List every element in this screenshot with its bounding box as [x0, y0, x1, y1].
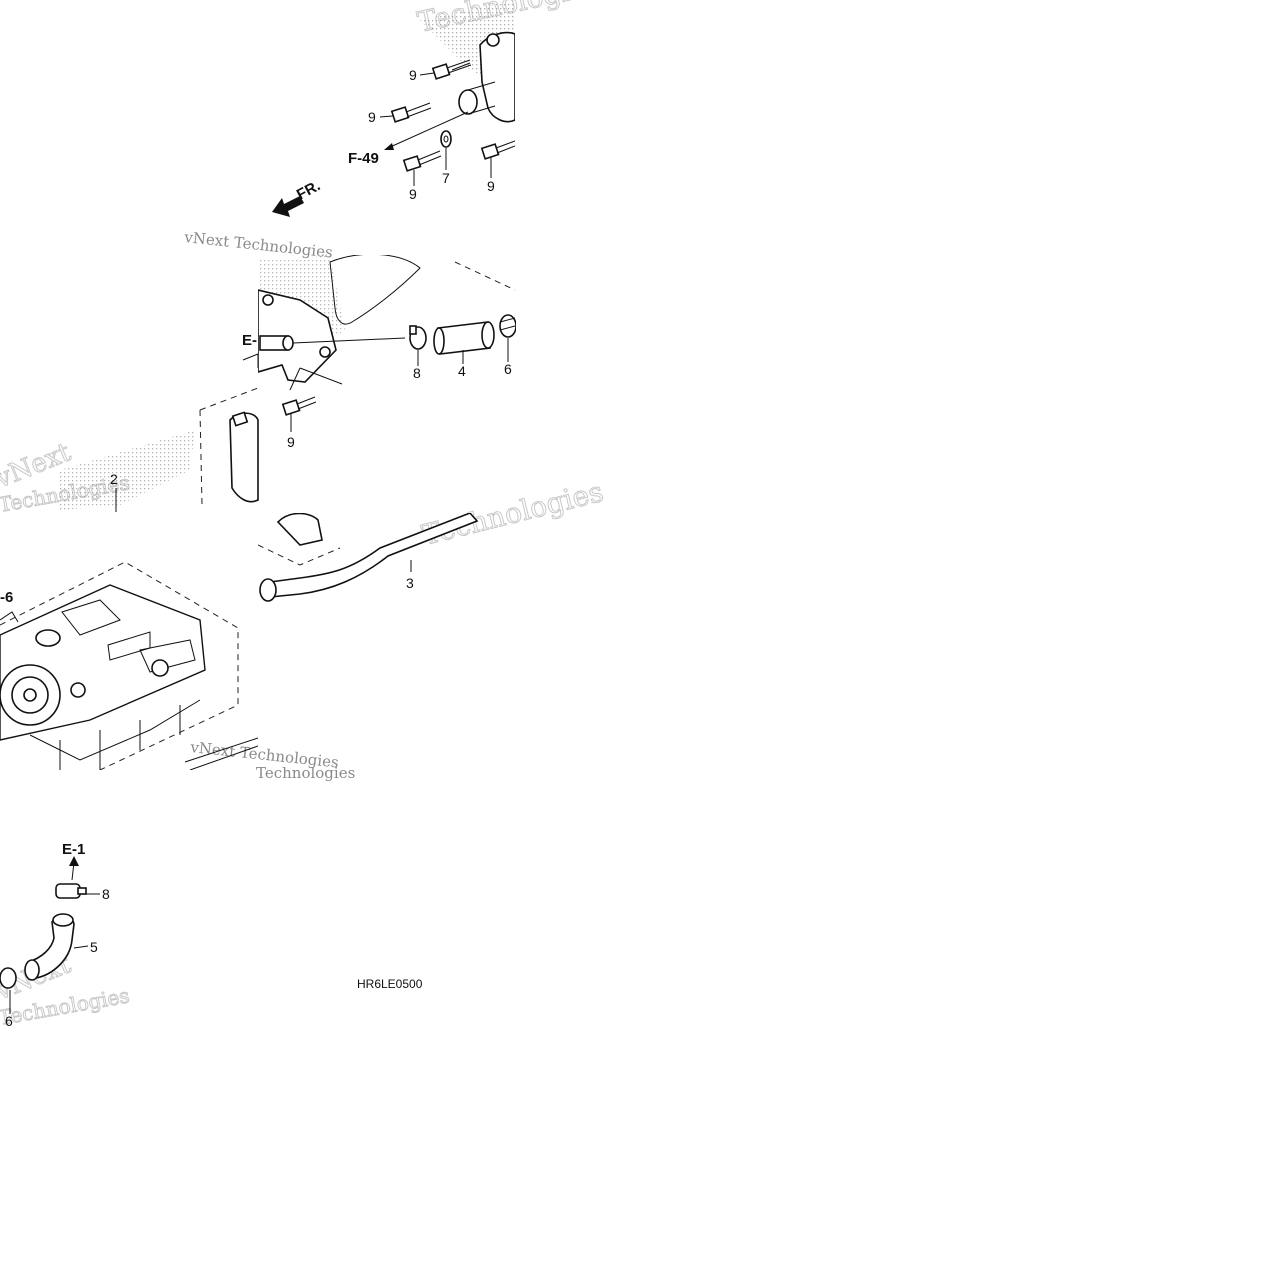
crankcase-lower-edge	[29, 699, 201, 761]
callout-9: 9	[409, 186, 417, 202]
hose-clamp	[0, 967, 17, 989]
leader-lines	[289, 367, 343, 391]
pipe-fitting	[276, 513, 323, 546]
thermostat-housing-group	[379, 0, 515, 186]
bolt	[281, 396, 317, 416]
coolant-hose	[433, 321, 495, 355]
thermostat-housing	[479, 31, 515, 123]
callout-2: 2	[110, 471, 118, 487]
watermark-text: Technologies	[419, 475, 607, 552]
lower-hose-group	[0, 856, 100, 1014]
callout-9: 9	[368, 109, 376, 125]
housing-outlet-tube	[467, 81, 496, 115]
callout-8: 8	[413, 365, 421, 381]
dashed-outline	[454, 261, 516, 291]
hose-clamp	[409, 325, 427, 350]
callout-6: 6	[504, 361, 512, 377]
front-direction-arrow: FR.	[272, 177, 323, 217]
water-pipe	[269, 513, 479, 598]
crankcase-boss	[70, 682, 86, 698]
leader-lines	[9, 893, 100, 1014]
watermark-text: vNext Technologies	[183, 228, 334, 262]
e1-arrowhead	[69, 856, 79, 866]
ref-e1: E-1	[62, 841, 85, 858]
f49-arrowhead	[384, 143, 394, 150]
diagram-code: HR6LE0500	[357, 977, 423, 991]
bolt	[402, 150, 442, 172]
washer	[440, 130, 452, 148]
callout-9: 9	[409, 67, 417, 83]
flange-bolt-hole	[319, 346, 331, 358]
callout-9: 9	[487, 178, 495, 194]
hose-end	[52, 913, 74, 927]
crankcase-ribs	[59, 705, 181, 770]
pump-cover-fragment	[60, 387, 259, 510]
crankcase-port	[35, 629, 61, 647]
dashed-outline	[258, 544, 341, 566]
housing-boss	[486, 33, 500, 47]
leader-lines	[379, 72, 492, 186]
hose-end	[24, 959, 40, 981]
hose-clamp	[499, 314, 516, 338]
callout-4: 4	[458, 363, 466, 379]
callout-8: 8	[102, 886, 110, 902]
watermark-text: Technologies	[256, 764, 355, 782]
gasket	[329, 255, 421, 325]
ref-arrow	[242, 353, 259, 368]
callout-9: 9	[287, 434, 295, 450]
hose-clamp	[55, 883, 87, 899]
bolt	[390, 102, 432, 123]
f49-leader	[387, 111, 469, 149]
crankcase-rib	[107, 631, 151, 661]
water-pump-shaft	[23, 688, 37, 702]
pipe-fragment	[184, 737, 258, 770]
bypass-hose-group	[258, 255, 516, 505]
housing-outlet-port	[458, 89, 478, 115]
joint-pipe-end	[282, 335, 294, 351]
water-pump-group	[0, 561, 258, 770]
water-pipe-group	[258, 513, 479, 602]
callout-7: 7	[442, 170, 450, 186]
crankcase-rib	[139, 639, 196, 673]
ref-e1-partial: E-	[242, 332, 257, 349]
bolt	[431, 59, 472, 80]
washer-hole	[443, 135, 449, 143]
callout-6: 6	[5, 1013, 13, 1029]
pipe-flange	[258, 289, 337, 383]
bolt	[480, 140, 515, 160]
flange-bolt-hole	[262, 294, 274, 306]
leader-lines	[290, 338, 509, 432]
callout-3: 3	[406, 575, 414, 591]
callout-5: 5	[90, 939, 98, 955]
ref-arrow	[0, 611, 19, 623]
ref-e6-partial: -6	[0, 589, 13, 606]
arrow-icon	[272, 196, 304, 217]
dashed-outline	[0, 561, 239, 770]
crankcase-rib	[61, 599, 121, 636]
assembly-line	[292, 337, 406, 344]
crankcase-boss	[151, 659, 169, 677]
pipe-clamp	[259, 578, 277, 602]
ref-f49: F-49	[348, 150, 379, 167]
